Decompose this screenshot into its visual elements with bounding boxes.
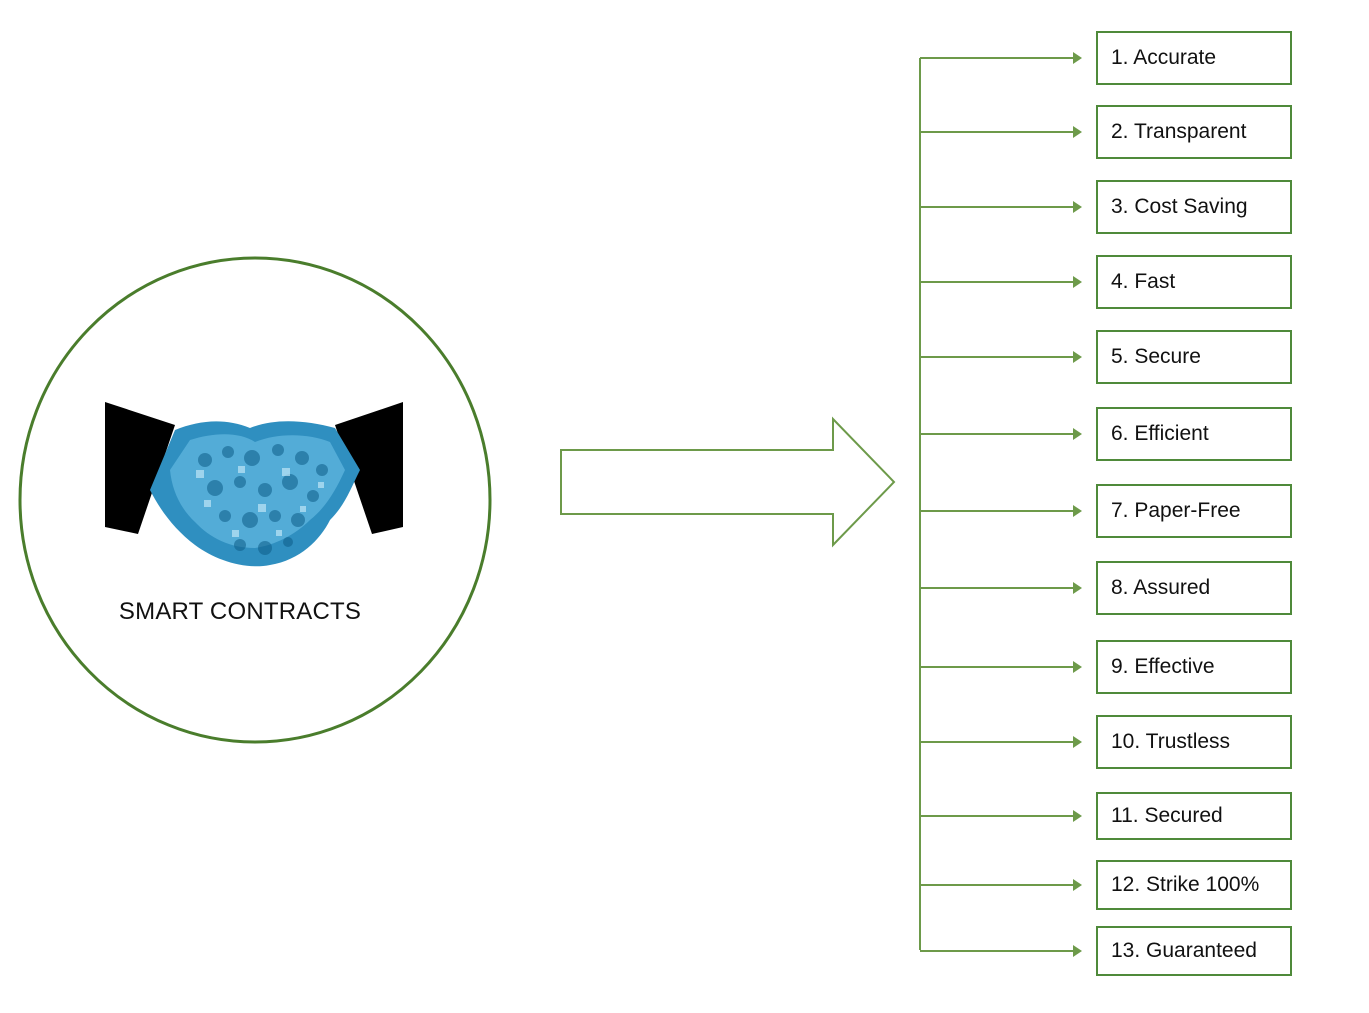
benefit-label: 9. Effective bbox=[1111, 655, 1215, 678]
benefit-label: 11. Secured bbox=[1111, 804, 1223, 827]
branch-arrowhead-6 bbox=[1073, 428, 1082, 440]
benefit-label: 8. Assured bbox=[1111, 576, 1211, 599]
branch-arrowhead-13 bbox=[1073, 945, 1082, 957]
connector-branches bbox=[920, 52, 1082, 957]
benefit-box-9: 9. Effective bbox=[1096, 640, 1292, 694]
benefit-label: 1. Accurate bbox=[1111, 46, 1217, 69]
branch-arrowhead-10 bbox=[1073, 736, 1082, 748]
benefit-box-10: 10. Trustless bbox=[1096, 715, 1292, 769]
branch-arrowhead-7 bbox=[1073, 505, 1082, 517]
benefit-box-1: 1. Accurate bbox=[1096, 31, 1292, 85]
hands-pattern bbox=[198, 444, 328, 555]
benefit-box-11: 11. Secured bbox=[1096, 792, 1292, 840]
flow-arrow bbox=[560, 416, 896, 548]
benefit-box-13: 13. Guaranteed bbox=[1096, 926, 1292, 976]
right-sleeve bbox=[335, 402, 403, 534]
benefit-label: 12. Strike 100% bbox=[1111, 873, 1260, 896]
benefit-label: 10. Trustless bbox=[1111, 730, 1231, 753]
benefit-label: 7. Paper-Free bbox=[1111, 499, 1241, 522]
branch-arrowhead-9 bbox=[1073, 661, 1082, 673]
benefit-box-3: 3. Cost Saving bbox=[1096, 180, 1292, 234]
benefit-box-12: 12. Strike 100% bbox=[1096, 860, 1292, 910]
left-sleeve bbox=[105, 402, 175, 534]
branch-arrowhead-8 bbox=[1073, 582, 1082, 594]
branch-arrowhead-2 bbox=[1073, 126, 1082, 138]
benefit-box-8: 8. Assured bbox=[1096, 561, 1292, 615]
benefit-box-5: 5. Secure bbox=[1096, 330, 1292, 384]
benefit-box-2: 2. Transparent bbox=[1096, 105, 1292, 159]
benefit-box-7: 7. Paper-Free bbox=[1096, 484, 1292, 538]
benefit-label: 5. Secure bbox=[1111, 345, 1201, 368]
branch-arrowhead-5 bbox=[1073, 351, 1082, 363]
branch-arrowhead-4 bbox=[1073, 276, 1082, 288]
benefit-label: 6. Efficient bbox=[1111, 422, 1209, 445]
branch-arrowhead-1 bbox=[1073, 52, 1082, 64]
benefit-box-6: 6. Efficient bbox=[1096, 407, 1292, 461]
branch-arrowhead-3 bbox=[1073, 201, 1082, 213]
benefit-label: 13. Guaranteed bbox=[1111, 939, 1257, 962]
handshake-icon bbox=[105, 402, 403, 567]
hands-pattern-light bbox=[196, 466, 324, 537]
benefit-box-4: 4. Fast bbox=[1096, 255, 1292, 309]
branch-arrowhead-11 bbox=[1073, 810, 1082, 822]
benefit-label: 4. Fast bbox=[1111, 270, 1176, 293]
branch-arrowhead-12 bbox=[1073, 879, 1082, 891]
smart-contracts-label: SMART CONTRACTS bbox=[118, 598, 362, 625]
benefit-label: 3. Cost Saving bbox=[1111, 195, 1248, 218]
benefit-label: 2. Transparent bbox=[1111, 120, 1247, 143]
